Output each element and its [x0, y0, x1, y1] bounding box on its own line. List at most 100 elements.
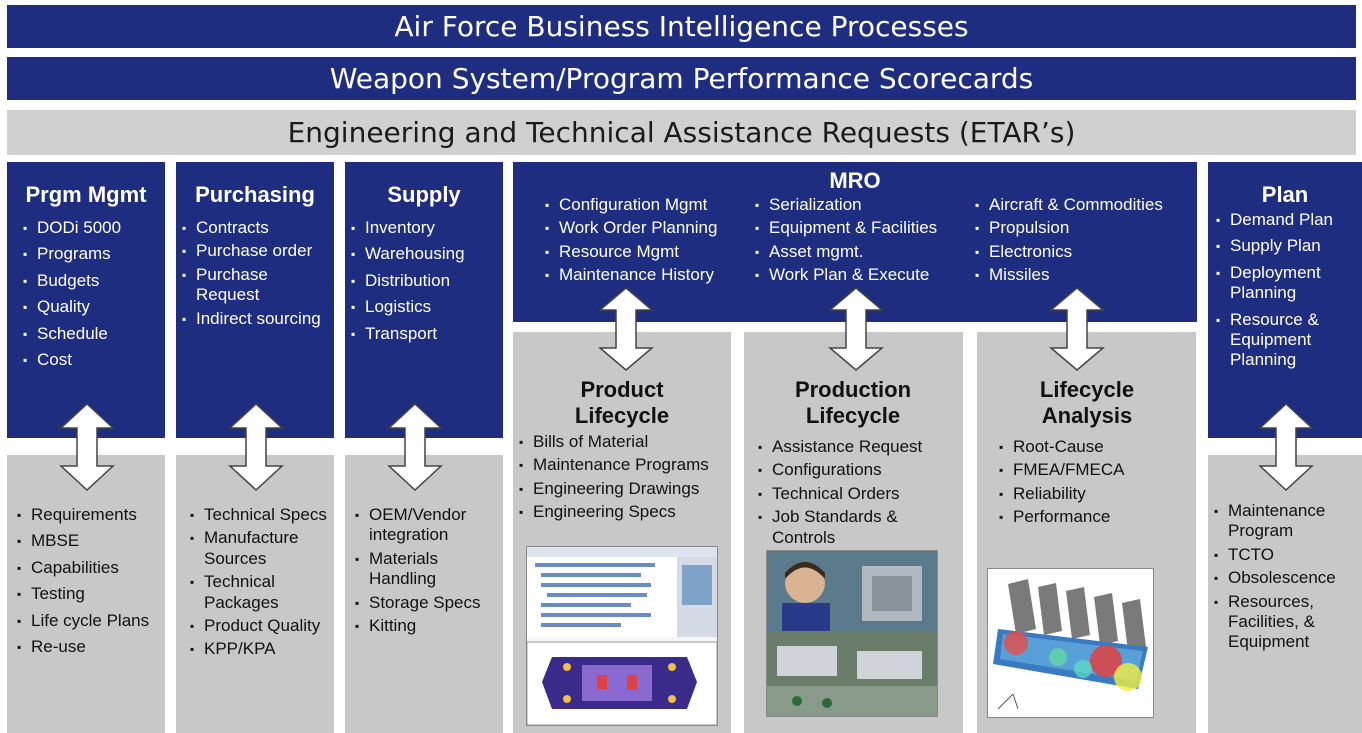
banner-top-text: Air Force Business Intelligence Processe…	[394, 10, 969, 43]
supply-double-arrow-icon	[387, 402, 443, 492]
list-item: Distribution	[351, 271, 465, 291]
list-item: FMEA/FMECA	[999, 460, 1189, 480]
list-item: Technical Orders	[758, 484, 958, 504]
production-lifecycle-title: Production Lifecycle	[794, 377, 912, 429]
list-item: Missiles	[975, 265, 1163, 285]
list-item: Maintenance History	[545, 265, 717, 285]
prgm-lower-panel: RequirementsMBSECapabilitiesTestingLife …	[7, 455, 165, 733]
list-item: Demand Plan	[1216, 210, 1358, 230]
list-item: Propulsion	[975, 218, 1163, 238]
purchasing-title: Purchasing	[195, 182, 315, 207]
purchasing-top-list: ContractsPurchase orderPurchase RequestI…	[182, 218, 332, 332]
purchasing-panel: Purchasing ContractsPurchase orderPurcha…	[176, 162, 334, 438]
mro-col1-list: Configuration MgmtWork Order PlanningRes…	[545, 195, 717, 289]
list-item: Reliability	[999, 484, 1189, 504]
list-item: Performance	[999, 507, 1189, 527]
list-item: Cost	[23, 350, 121, 370]
lifecycle-analysis-title: Lifecycle Analysis	[1039, 377, 1135, 429]
list-item: Contracts	[182, 218, 332, 238]
lifecycle-analysis-panel: Lifecycle Analysis Root-CauseFMEA/FMECAR…	[977, 332, 1196, 733]
lifecycle-analysis-double-arrow-icon	[1048, 287, 1106, 371]
list-item: Work Plan & Execute	[755, 265, 937, 285]
prgm-top-list: DODi 5000ProgramsBudgetsQualityScheduleC…	[23, 218, 121, 376]
list-item: OEM/Vendor integration	[355, 505, 500, 546]
banner-scorecards: Weapon System/Program Performance Scorec…	[7, 57, 1356, 100]
product-lifecycle-title: Product Lifecycle	[574, 377, 670, 429]
list-item: Testing	[17, 584, 149, 604]
prgm-title: Prgm Mgmt	[25, 182, 147, 207]
list-item: Re-use	[17, 637, 149, 657]
plan-bottom-list: Maintenance ProgramTCTO ObsolescenceResou…	[1214, 501, 1359, 656]
plan-lower-panel: Maintenance ProgramTCTO ObsolescenceResou…	[1208, 455, 1362, 733]
list-item: Manufacture Sources	[190, 528, 330, 569]
supply-panel: Supply InventoryWarehousingDistributionL…	[345, 162, 503, 438]
list-item: Resource & Equipment Planning	[1216, 310, 1358, 371]
list-item: Obsolescence	[1214, 568, 1359, 588]
list-item: Materials Handling	[355, 549, 500, 590]
banner-etar-text: Engineering and Technical Assistance Req…	[287, 116, 1076, 149]
list-item: Maintenance Program	[1214, 501, 1359, 542]
list-item: Purchase Request	[182, 265, 332, 306]
mro-col2-list: SerializationEquipment & FacilitiesAsset…	[755, 195, 937, 289]
list-item: Job Standards & Controls	[758, 507, 958, 548]
mro-col3-list: Aircraft & CommoditiesPropulsionElectron…	[975, 195, 1163, 289]
banner-etar: Engineering and Technical Assistance Req…	[7, 110, 1356, 155]
list-item: DODi 5000	[23, 218, 121, 238]
list-item: Technical Specs	[190, 505, 330, 525]
list-item: Asset mgmt.	[755, 242, 937, 262]
list-item: Aircraft & Commodities	[975, 195, 1163, 215]
banner-top: Air Force Business Intelligence Processe…	[7, 5, 1356, 48]
prgm-panel: Prgm Mgmt DODi 5000ProgramsBudgetsQualit…	[7, 162, 165, 438]
list-item: Bills of Material	[519, 432, 729, 452]
list-item: Equipment & Facilities	[755, 218, 937, 238]
list-item: TCTO	[1214, 545, 1359, 565]
plan-panel: Plan Demand PlanSupply PlanDeployment Pl…	[1208, 162, 1362, 438]
list-item: Engineering Drawings	[519, 479, 729, 499]
plan-title: Plan	[1261, 182, 1309, 207]
list-item: Schedule	[23, 324, 121, 344]
production-lifecycle-list: Assistance RequestConfigurationsTechnica…	[758, 437, 958, 551]
list-item: Engineering Specs	[519, 502, 729, 522]
list-item: Root-Cause	[999, 437, 1189, 457]
list-item: Quality	[23, 297, 121, 317]
purchasing-bottom-list: Technical SpecsManufacture SourcesTechni…	[190, 505, 330, 663]
list-item: Supply Plan	[1216, 236, 1358, 256]
banner-scorecards-text: Weapon System/Program Performance Scorec…	[329, 62, 1034, 95]
list-item: Kitting	[355, 616, 500, 636]
product-lifecycle-panel: Product Lifecycle Bills of MaterialMaint…	[513, 332, 731, 733]
list-item: Assistance Request	[758, 437, 958, 457]
mro-title: MRO	[829, 168, 881, 193]
list-item: Electronics	[975, 242, 1163, 262]
list-item: Technical Packages	[190, 572, 330, 613]
prgm-bottom-list: RequirementsMBSECapabilitiesTestingLife …	[17, 505, 149, 663]
list-item: Programs	[23, 244, 121, 264]
supply-lower-panel: OEM/Vendor integrationMaterials Handling…	[345, 455, 503, 733]
list-item: MBSE	[17, 531, 149, 551]
prgm-double-arrow-icon	[59, 402, 115, 492]
supply-top-list: InventoryWarehousingDistributionLogistic…	[351, 218, 465, 350]
plan-top-list: Demand PlanSupply PlanDeployment Plannin…	[1216, 210, 1358, 377]
list-item: Transport	[351, 324, 465, 344]
supply-title: Supply	[387, 182, 461, 207]
plan-double-arrow-icon	[1258, 402, 1314, 492]
list-item: Requirements	[17, 505, 149, 525]
lifecycle-analysis-list: Root-CauseFMEA/FMECA ReliabilityPerforman…	[999, 437, 1189, 531]
list-item: Resource Mgmt	[545, 242, 717, 262]
list-item: Deployment Planning	[1216, 263, 1358, 304]
list-item: Product Quality	[190, 616, 330, 636]
production-lifecycle-panel: Production Lifecycle Assistance RequestC…	[744, 332, 963, 733]
list-item: Capabilities	[17, 558, 149, 578]
purchasing-double-arrow-icon	[228, 402, 284, 492]
reliability-model-image	[987, 568, 1154, 718]
list-item: Maintenance Programs	[519, 455, 729, 475]
maintenance-worker-image	[766, 550, 938, 717]
list-item: Configuration Mgmt	[545, 195, 717, 215]
list-item: Warehousing	[351, 244, 465, 264]
list-item: Indirect sourcing	[182, 309, 332, 329]
list-item: Resources, Facilities, & Equipment	[1214, 592, 1359, 653]
product-lifecycle-list: Bills of MaterialMaintenance ProgramsEng…	[519, 432, 729, 526]
production-lifecycle-double-arrow-icon	[827, 287, 885, 371]
list-item: Inventory	[351, 218, 465, 238]
list-item: Purchase order	[182, 241, 332, 261]
purchasing-lower-panel: Technical SpecsManufacture SourcesTechni…	[176, 455, 334, 733]
